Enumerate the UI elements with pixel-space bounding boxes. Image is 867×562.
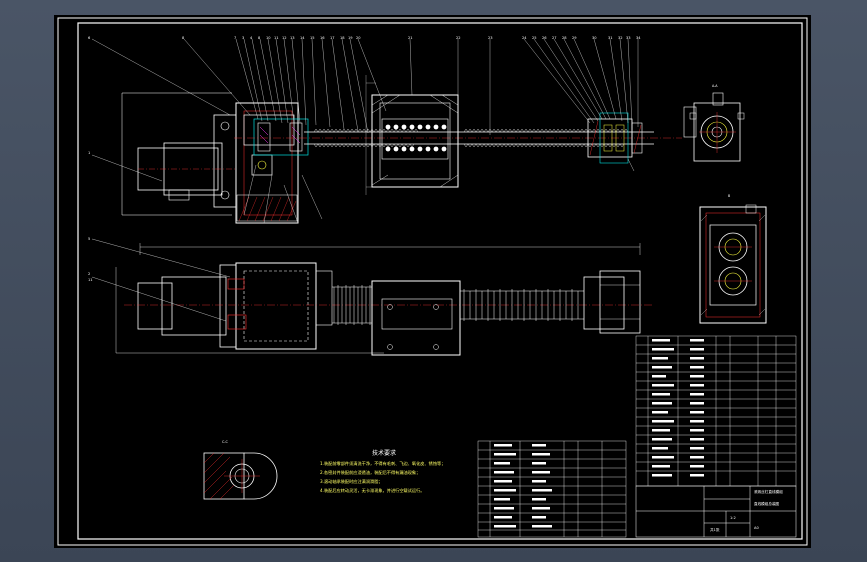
svg-text:12: 12: [282, 36, 287, 40]
svg-text:21: 21: [408, 36, 413, 40]
parts-list-lower: [477, 440, 627, 538]
svg-text:31: 31: [608, 36, 613, 40]
svg-text:15: 15: [310, 36, 315, 40]
svg-text:24: 24: [522, 36, 527, 40]
svg-text:7: 7: [234, 36, 236, 40]
svg-text:3: 3: [242, 36, 244, 40]
callout-numbers-plan: 5 2 11: [88, 237, 93, 282]
view-label-b: B: [728, 194, 731, 198]
detail-view-c: [203, 452, 278, 500]
svg-text:16: 16: [320, 36, 325, 40]
svg-text:23: 23: [488, 36, 493, 40]
svg-text:25: 25: [532, 36, 537, 40]
title-block-scale: 1:2: [730, 516, 736, 520]
svg-text:6: 6: [88, 36, 91, 40]
svg-text:28: 28: [562, 36, 567, 40]
tech-requirements: 技术要求 1.装配前零部件须清洗干净，不得有毛刺、飞边、氧化皮、锈蚀等； 2.各…: [320, 449, 445, 494]
callout-leaders-top: [91, 38, 639, 224]
svg-text:20: 20: [356, 36, 361, 40]
title-block: [635, 485, 797, 538]
svg-text:29: 29: [572, 36, 577, 40]
svg-text:11: 11: [88, 278, 93, 282]
inner-border: [77, 22, 803, 540]
view-label-c: C-C: [222, 440, 228, 444]
svg-text:17: 17: [330, 36, 335, 40]
svg-text:32: 32: [618, 36, 623, 40]
svg-text:27: 27: [552, 36, 557, 40]
tech-requirements-title: 技术要求: [372, 449, 396, 457]
main-section-view: [121, 75, 682, 224]
svg-text:26: 26: [542, 36, 547, 40]
tech-requirement-line: 1.装配前零部件须清洗干净，不得有毛刺、飞边、氧化皮、锈蚀等；: [320, 460, 445, 467]
title-block-subtitle: 滚珠丝杠直线模组: [754, 489, 783, 494]
tech-requirement-line: 4.装配后应转动灵活，无卡滞现象，并进行空载试运行。: [320, 487, 425, 494]
svg-text:33: 33: [626, 36, 631, 40]
parts-list-lower-marks: [494, 444, 552, 528]
svg-text:10: 10: [266, 36, 271, 40]
svg-text:5: 5: [88, 237, 90, 241]
svg-text:34: 34: [636, 36, 641, 40]
end-view-a: [683, 92, 745, 162]
svg-text:8: 8: [182, 36, 185, 40]
svg-text:30: 30: [592, 36, 597, 40]
svg-text:8: 8: [258, 36, 261, 40]
svg-text:4: 4: [250, 36, 253, 40]
svg-text:14: 14: [300, 36, 305, 40]
svg-text:18: 18: [340, 36, 345, 40]
parts-list-upper: [635, 335, 797, 487]
plan-view: [91, 238, 654, 356]
svg-text:13: 13: [290, 36, 295, 40]
title-block-weight: 共1张: [710, 527, 720, 532]
svg-text:19: 19: [348, 36, 353, 40]
title-block-name: 直线模组总装图: [754, 501, 780, 506]
title-block-sheet: A0: [754, 526, 759, 530]
svg-text:22: 22: [456, 36, 461, 40]
tech-requirement-line: 3.滚动轴承装配时应注满润滑脂；: [320, 478, 383, 485]
parts-list-marks: [652, 339, 704, 477]
outer-border: [57, 17, 808, 546]
end-view-b: [699, 204, 767, 324]
view-label-a: A-A: [712, 84, 718, 88]
svg-text:2: 2: [88, 272, 90, 276]
svg-text:1: 1: [88, 151, 90, 155]
tech-requirement-line: 2.各密封件装配前应浸透油，装配后不得有漏油现象；: [320, 469, 420, 476]
svg-text:11: 11: [274, 36, 279, 40]
